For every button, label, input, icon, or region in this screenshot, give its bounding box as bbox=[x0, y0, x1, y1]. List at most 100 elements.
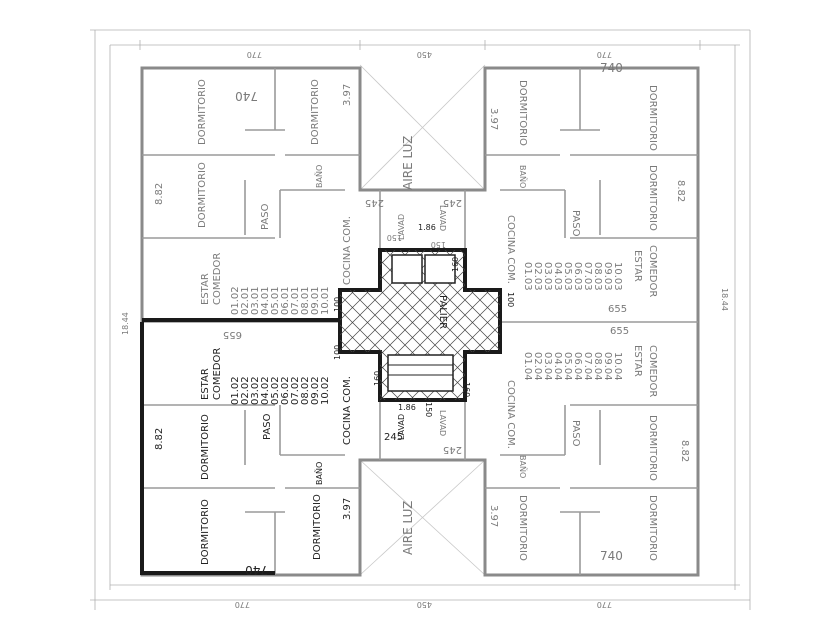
unit-number: 08.03 bbox=[592, 262, 603, 291]
dim-770: 770 bbox=[247, 50, 262, 59]
room-label-dormitorio: DORMITORIO bbox=[647, 85, 658, 151]
dim-160: 160 bbox=[462, 382, 471, 397]
unit-number: 10.03 bbox=[612, 262, 623, 291]
dim-100: 100 bbox=[333, 345, 342, 360]
unit-number: 01.04 bbox=[522, 352, 533, 381]
unit-number: 10.02 bbox=[320, 376, 331, 405]
dim-740: 740 bbox=[600, 61, 623, 75]
unit-number: 09.01 bbox=[310, 286, 321, 315]
unit-number: 04.03 bbox=[552, 262, 563, 291]
room-label-dormitorio: DORMITORIO bbox=[647, 165, 658, 231]
dim-100: 100 bbox=[333, 297, 342, 312]
dim-770: 770 bbox=[235, 600, 250, 609]
room-label-comedor: COMEDOR bbox=[647, 245, 658, 297]
stair-core bbox=[338, 248, 502, 402]
room-label-dormitorio: DORMITORIO bbox=[647, 415, 658, 481]
room-label-dormitorio: DORMITORIO bbox=[517, 80, 528, 146]
unit-number: 04.04 bbox=[552, 352, 563, 381]
dim-150: 150 bbox=[431, 240, 446, 249]
room-label-paso: PASO bbox=[260, 203, 271, 230]
room-label-bano: BAÑO bbox=[314, 462, 324, 485]
light-well-label: AIRE LUZ bbox=[401, 501, 415, 555]
room-label-paso: PASO bbox=[262, 413, 273, 440]
unit-number: 02.04 bbox=[532, 352, 543, 381]
unit-number: 06.02 bbox=[280, 376, 291, 405]
room-label-estar: ESTAR bbox=[200, 368, 211, 400]
room-label-lavad: LAVAD bbox=[397, 414, 406, 440]
unit-number: 03.04 bbox=[542, 352, 553, 381]
room-label-bano: BAÑO bbox=[518, 455, 528, 478]
dim-397: 3.97 bbox=[488, 108, 499, 130]
unit-number: 08.04 bbox=[592, 352, 603, 381]
dim-655: 655 bbox=[610, 326, 629, 337]
unit-number: 05.04 bbox=[562, 352, 573, 381]
room-label-estar: ESTAR bbox=[632, 250, 643, 282]
unit-number: 03.01 bbox=[250, 286, 261, 315]
room-label-estar: ESTAR bbox=[632, 345, 643, 377]
room-label-dormitorio: DORMITORIO bbox=[200, 499, 211, 565]
unit-number: 06.03 bbox=[572, 262, 583, 291]
room-label-comedor: COMEDOR bbox=[212, 348, 223, 400]
dim-740: 740 bbox=[235, 89, 258, 103]
room-label-paso: PASO bbox=[570, 210, 581, 237]
unit-number: 10.04 bbox=[612, 352, 623, 381]
interior-walls bbox=[142, 68, 698, 575]
unit-number: 09.04 bbox=[602, 352, 613, 381]
dim-740: 740 bbox=[600, 549, 623, 563]
dim-245: 245 bbox=[365, 197, 384, 208]
room-label-bano: BAÑO bbox=[314, 165, 324, 188]
dim-882: 8.82 bbox=[154, 183, 165, 205]
room-label-cocina: COCINA COM. bbox=[505, 215, 516, 284]
room-label-comedor: COMEDOR bbox=[212, 253, 223, 305]
dim-245: 245 bbox=[384, 432, 403, 443]
dim-1844: 18.44 bbox=[720, 288, 729, 311]
dim-186: 1.86 bbox=[398, 403, 416, 412]
room-label-estar: ESTAR bbox=[200, 273, 211, 305]
dim-160: 160 bbox=[373, 371, 382, 386]
unit-number: 06.04 bbox=[572, 352, 583, 381]
party-walls bbox=[140, 318, 340, 575]
room-label-cocina: COCINA COM. bbox=[342, 376, 353, 445]
room-label-cocina: COCINA COM. bbox=[505, 380, 516, 449]
dim-770: 770 bbox=[597, 600, 612, 609]
unit-number: 07.02 bbox=[290, 376, 301, 405]
dim-770: 770 bbox=[597, 50, 612, 59]
room-label-cocina: COCINA COM. bbox=[342, 216, 353, 285]
unit-number: 02.03 bbox=[532, 262, 543, 291]
palier-label: PALIER bbox=[437, 295, 448, 329]
dim-397: 3.97 bbox=[342, 498, 353, 520]
unit-number: 05.01 bbox=[270, 286, 281, 315]
unit-number: 08.01 bbox=[300, 286, 311, 315]
unit-number: 08.02 bbox=[300, 376, 311, 405]
dim-1844: 18.44 bbox=[121, 312, 130, 335]
unit-number: 02.01 bbox=[240, 286, 251, 315]
room-label-dormitorio: DORMITORIO bbox=[647, 495, 658, 561]
room-label-dormitorio: DORMITORIO bbox=[197, 162, 208, 228]
dim-150: 150 bbox=[387, 233, 402, 242]
room-label-dormitorio: DORMITORIO bbox=[517, 495, 528, 561]
room-label-bano: BAÑO bbox=[518, 165, 528, 188]
dim-150: 150 bbox=[424, 402, 433, 417]
unit-number: 09.02 bbox=[310, 376, 321, 405]
unit-number: 10.01 bbox=[320, 286, 331, 315]
dimension-lines bbox=[90, 29, 751, 610]
room-label-paso: PASO bbox=[570, 420, 581, 447]
room-label-dormitorio: DORMITORIO bbox=[197, 79, 208, 145]
unit-number: 01.03 bbox=[522, 262, 533, 291]
room-label-dormitorio: DORMITORIO bbox=[312, 494, 323, 560]
unit-number: 05.03 bbox=[562, 262, 573, 291]
dim-655: 655 bbox=[223, 329, 242, 340]
unit-number: 03.02 bbox=[250, 376, 261, 405]
unit-number: 01.02 bbox=[230, 376, 241, 405]
dim-397: 3.97 bbox=[488, 505, 499, 527]
light-well-top bbox=[359, 64, 486, 191]
unit-number: 09.03 bbox=[602, 262, 613, 291]
unit-number: 04.02 bbox=[260, 376, 271, 405]
room-label-dormitorio: DORMITORIO bbox=[310, 79, 321, 145]
unit-number: 02.02 bbox=[240, 376, 251, 405]
dim-160: 160 bbox=[451, 257, 460, 272]
